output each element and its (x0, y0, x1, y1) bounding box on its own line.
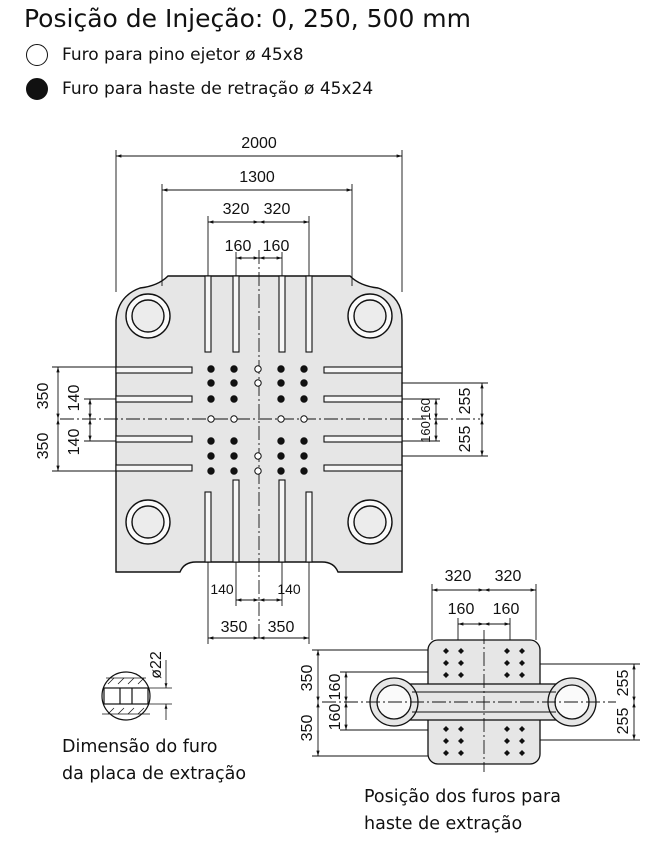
center-lines (60, 250, 480, 640)
dim-160-right-upper: 160 (418, 398, 433, 420)
dims-right (402, 382, 488, 457)
dim-hole-diameter: ø22 (148, 651, 165, 679)
legend-retraction: Furo para haste de retração ø 45x24 (26, 78, 373, 100)
retraction-caption-line1: Posição dos furos para (364, 787, 561, 807)
legend-ejector-label: Furo para pino ejetor ø 45x8 (62, 45, 304, 65)
page-title: Posição de Injeção: 0, 250, 500 mm (24, 4, 472, 33)
dim-255-upper: 255 (457, 388, 474, 415)
main-platen (115, 275, 403, 573)
ret-dim-160-left: 160 (448, 601, 475, 618)
ret-dim-160-right: 160 (493, 601, 520, 618)
dim-140-lower: 140 (66, 429, 83, 456)
dim-350-upper: 350 (35, 383, 52, 410)
dim-320-left: 320 (223, 201, 250, 218)
dim-2000: 2000 (241, 135, 277, 152)
dims-top (115, 150, 403, 292)
horizontal-slots (115, 366, 403, 472)
hole-detail-caption: Dimensão do furo da placa de extração (62, 734, 246, 788)
hole-detail-caption-line1: Dimensão do furo (62, 737, 218, 757)
legend-retraction-label: Furo para haste de retração ø 45x24 (62, 79, 374, 99)
dim-160-right-lower: 160 (418, 421, 433, 443)
dim-140-bottom-right: 140 (277, 581, 301, 597)
ret-dim-255-upper: 255 (615, 670, 632, 697)
ret-dim-320-right: 320 (495, 568, 522, 585)
retraction-caption: Posição dos furos para haste de extração (364, 784, 561, 838)
hole-grid (207, 365, 308, 475)
dim-140-bottom-left: 140 (210, 581, 234, 597)
dims-bottom-labels: 140 140 350 350 (210, 581, 301, 636)
ret-dim-160-lower: 160 (327, 704, 344, 731)
dims-bottom (207, 562, 310, 644)
dims-top-labels: 2000 1300 320 320 160 160 (223, 135, 291, 255)
dim-255-lower: 255 (457, 426, 474, 453)
retraction-center-lines (322, 630, 616, 772)
retraction-holes (443, 648, 525, 756)
hollow-circle-icon (26, 44, 48, 66)
hole-detail (101, 660, 172, 721)
dim-350-bottom-right: 350 (268, 619, 295, 636)
dim-320-right: 320 (264, 201, 291, 218)
retraction-dim-labels: 320 320 160 160 350 350 160 160 255 255 (299, 568, 632, 741)
filled-circle-icon (26, 78, 48, 100)
corner-bosses (125, 293, 393, 545)
dim-1300: 1300 (239, 169, 275, 186)
hole-detail-caption-line2: da placa de extração (62, 764, 247, 784)
vertical-slots (204, 275, 313, 563)
dims-right-labels: 255 255 160 160 (418, 388, 474, 453)
dims-left-labels: 350 350 140 140 (35, 383, 83, 460)
ret-dim-350-lower: 350 (299, 715, 316, 742)
retraction-caption-line2: haste de extração (364, 814, 523, 834)
dims-left (52, 366, 116, 472)
dim-350-lower: 350 (35, 433, 52, 460)
dim-160-left: 160 (225, 238, 252, 255)
retraction-dims (312, 584, 640, 757)
ret-dim-255-lower: 255 (615, 708, 632, 735)
ret-dim-160-upper: 160 (327, 674, 344, 701)
dim-140-upper: 140 (66, 385, 83, 412)
dim-160-right: 160 (263, 238, 290, 255)
legend-ejector: Furo para pino ejetor ø 45x8 (26, 44, 304, 66)
ret-dim-350-upper: 350 (299, 665, 316, 692)
dim-350-bottom-left: 350 (221, 619, 248, 636)
ret-dim-320-left: 320 (445, 568, 472, 585)
